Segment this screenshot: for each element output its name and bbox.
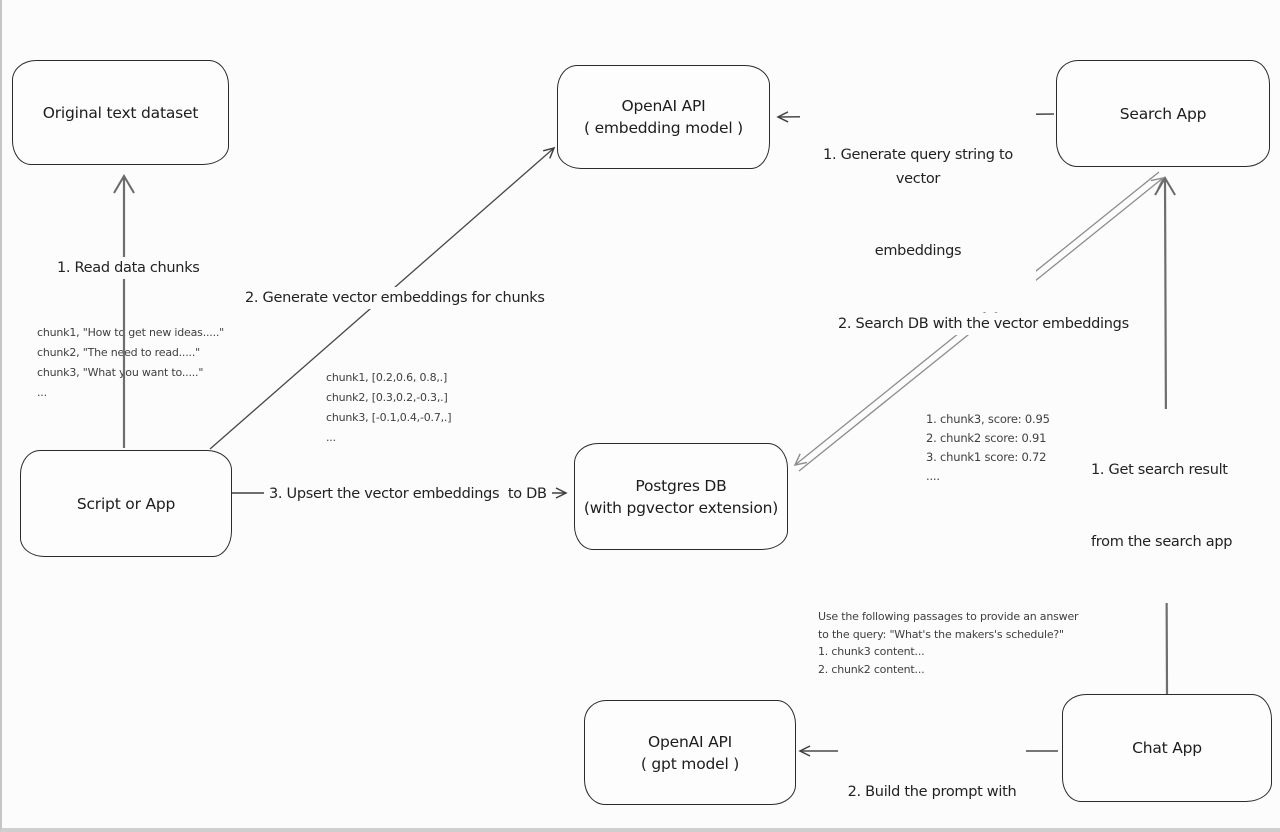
node-openai-gpt-title: OpenAI API <box>647 732 733 751</box>
node-openai-embedding-subtitle: ( embedding model ) <box>584 119 743 137</box>
edge-label-query-to-vector-line2: embeddings <box>874 243 962 259</box>
annotation-prompt-preview: Use the following passages to provide an… <box>818 610 1079 676</box>
edge-label-get-result: 1. Get search result from the search app <box>1088 409 1236 603</box>
edge-label-get-result-line2: from the search app <box>1091 534 1233 550</box>
node-search-app: Search App <box>1056 60 1270 167</box>
edge-label-search-db: 2. Search DB with the vector embeddings <box>833 313 1134 335</box>
node-chat-app: Chat App <box>1062 694 1272 802</box>
node-postgres-db: Postgres DB (with pgvector extension) <box>574 443 788 550</box>
annotation-chunk-texts: chunk1, "How to get new ideas....." chun… <box>37 326 225 399</box>
edge-label-upsert-db: 3. Upsert the vector embeddings to DB <box>264 483 552 505</box>
edge-label-read-chunks: 1. Read data chunks <box>52 257 205 279</box>
node-postgres-db-title: Postgres DB <box>635 476 727 495</box>
edge-label-build-prompt-line1: 2. Build the prompt with <box>847 784 1017 800</box>
node-openai-gpt-subtitle: ( gpt model ) <box>640 754 740 773</box>
node-search-app-label: Search App <box>1119 104 1207 123</box>
edge-label-get-result-line1: 1. Get search result <box>1091 462 1228 478</box>
node-chat-app-label: Chat App <box>1132 739 1202 757</box>
edge-label-build-prompt: 2. Build the prompt with search result <box>838 731 1026 828</box>
annotation-search-scores: 1. chunk3, score: 0.95 2. chunk2 score: … <box>926 412 1050 483</box>
edge-label-query-to-vector: 1. Generate query string to vector embed… <box>800 94 1036 312</box>
node-original-text-dataset-label: Original text dataset <box>42 103 199 122</box>
node-openai-gpt-api: OpenAI API ( gpt model ) <box>584 700 796 805</box>
node-script-or-app-label: Script or App <box>76 494 176 513</box>
node-openai-embedding-api: OpenAI API ( embedding model ) <box>557 65 770 169</box>
node-script-or-app: Script or App <box>20 450 232 557</box>
edge-label-query-to-vector-line1: 1. Generate query string to vector <box>823 147 1018 187</box>
node-postgres-db-subtitle: (with pgvector extension) <box>583 498 779 517</box>
node-original-text-dataset: Original text dataset <box>12 60 229 165</box>
annotation-chunk-vectors: chunk1, [0.2,0.6, 0.8,.] chunk2, [0.3,0.… <box>326 371 452 444</box>
node-openai-embedding-title: OpenAI API <box>621 97 706 115</box>
edge-label-generate-embeddings: 2. Generate vector embeddings for chunks <box>240 287 550 309</box>
